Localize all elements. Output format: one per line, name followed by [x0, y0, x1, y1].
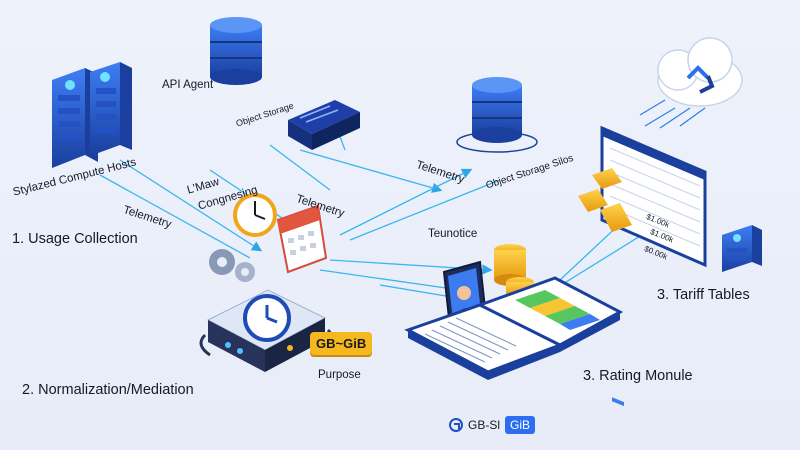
teunotice-label: Teunotice: [428, 228, 478, 240]
unit-badge-gb-gib: GB~GiB: [310, 332, 373, 355]
flow-line: [119, 159, 263, 252]
flow-lines: [99, 109, 651, 301]
gb-si-label: GB-Sl: [468, 418, 501, 432]
server-rack-icon: [722, 225, 762, 272]
database-icon: [210, 17, 262, 85]
flow-line: [319, 269, 461, 291]
api-agent-label: API Agent: [162, 79, 214, 91]
flow-line: [299, 149, 443, 193]
flow-line: [339, 168, 473, 236]
step-normalization: 2. Normalization/Mediation: [22, 382, 194, 398]
refresh-icon: [449, 418, 463, 432]
rain-lines: [639, 99, 706, 129]
purpose-label: Purpose: [318, 369, 361, 381]
cloud-icon: [657, 37, 743, 107]
flow-line: [269, 144, 331, 191]
tariff-table-panel: [600, 125, 707, 407]
step-rating-module: 3. Rating Monule: [583, 368, 693, 384]
coins-icon: [494, 244, 534, 296]
gib-tag: GiB: [505, 416, 536, 434]
step-tariff-tables: 3. Tariff Tables: [657, 287, 750, 303]
unit-conversion-chip: GB-Sl GiB: [449, 416, 536, 434]
flow-line: [349, 179, 501, 241]
step-usage-collection: 1. Usage Collection: [12, 231, 138, 247]
database-icon: [456, 77, 538, 153]
tariff-blocks-icon: [578, 168, 632, 232]
gear-icon: [209, 249, 255, 282]
server-rack-icon: [90, 62, 132, 156]
network-switch-icon: [288, 100, 360, 150]
mediation-appliance-icon: [199, 289, 334, 372]
flow-line: [99, 174, 251, 259]
calendar-icon: [276, 204, 328, 274]
rating-ledger-icon: [404, 276, 624, 380]
clock-icon: [233, 193, 277, 237]
